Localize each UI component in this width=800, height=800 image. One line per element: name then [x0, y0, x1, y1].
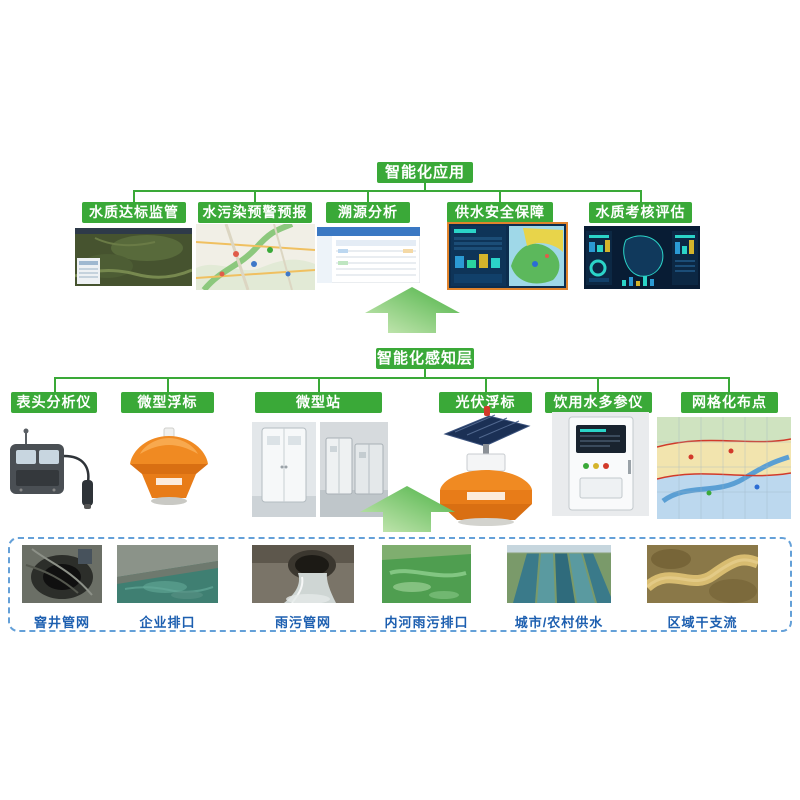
photo-water-supply: [507, 545, 611, 603]
device-multiparam-meter: [552, 412, 649, 516]
connector: [133, 191, 135, 202]
device-micro-station: [252, 422, 388, 517]
source-label-manhole-network: 窨井管网: [33, 615, 90, 630]
source-label-river-outlet: 内河雨污排口: [384, 615, 469, 630]
connector: [133, 190, 642, 192]
app-item-quality-supervision: 水质达标监管: [82, 202, 186, 223]
screenshot-water-quality-supervision: [75, 228, 192, 286]
connector: [424, 183, 426, 191]
device-micro-buoy: [126, 426, 212, 508]
up-arrow: [360, 486, 455, 532]
connector: [54, 377, 730, 379]
screenshot-assessment-dashboard: [584, 226, 700, 289]
source-label-regional-rivers: 区域干支流: [667, 615, 738, 630]
connector: [597, 378, 599, 392]
screenshot-water-supply-safety: [447, 222, 568, 290]
photo-manhole-network: [22, 545, 102, 603]
photo-river-outlet: [382, 545, 471, 603]
screenshot-pollution-forecast: [196, 224, 315, 290]
connector: [318, 378, 320, 392]
sense-item-solar-buoy: 光伏浮标: [439, 392, 532, 413]
photo-drain-network: [252, 545, 354, 603]
connector: [367, 191, 369, 202]
sense-item-grid-layout: 网格化布点: [681, 392, 778, 413]
device-analyzer: [4, 424, 106, 512]
app-item-pollution-forecast: 水污染预警预报: [198, 202, 312, 223]
sense-item-analyzer: 表头分析仪: [11, 392, 97, 413]
app-item-supply-safety: 供水安全保障: [447, 202, 553, 223]
device-solar-buoy: [427, 404, 546, 526]
screenshot-trace-analysis: [317, 227, 420, 283]
connector: [54, 378, 56, 392]
connector: [485, 378, 487, 392]
perception-layer-header: 智能化感知层: [376, 348, 474, 369]
sense-item-micro-station: 微型站: [255, 392, 382, 413]
map-grid-layout: [657, 417, 791, 519]
application-layer-header: 智能化应用: [377, 162, 473, 183]
photo-regional-rivers: [647, 545, 758, 603]
photo-enterprise-outlet: [117, 545, 218, 603]
connector: [424, 369, 426, 378]
source-label-drain-network: 雨污管网: [274, 615, 331, 630]
sense-item-micro-buoy: 微型浮标: [121, 392, 214, 413]
app-item-assessment: 水质考核评估: [589, 202, 692, 223]
source-layer-box: [8, 537, 792, 632]
source-label-enterprise-outlet: 企业排口: [139, 615, 196, 630]
app-item-trace-analysis: 溯源分析: [326, 202, 410, 223]
connector: [499, 191, 501, 202]
connector: [640, 191, 642, 202]
connector: [254, 191, 256, 202]
up-arrow: [365, 287, 460, 333]
connector: [728, 378, 730, 392]
source-label-water-supply: 城市/农村供水: [514, 615, 604, 630]
connector: [167, 378, 169, 392]
sense-item-multiparam-meter: 饮用水多参仪: [545, 392, 652, 413]
